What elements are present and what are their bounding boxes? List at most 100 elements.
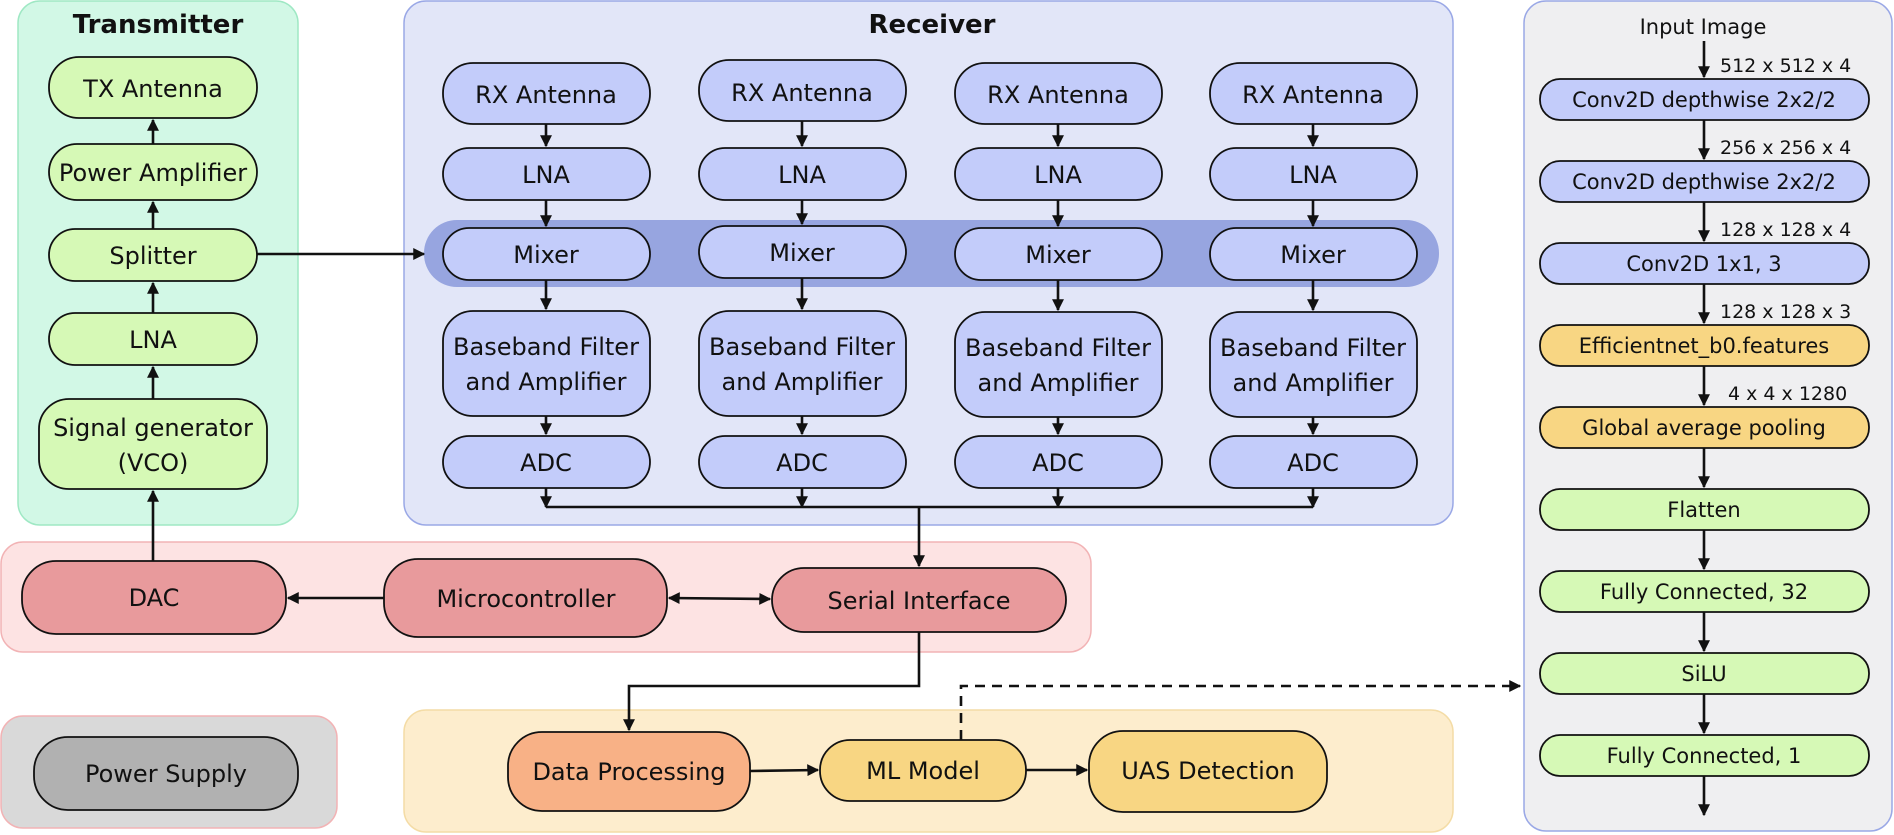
signal-generator-node: Signal generator (VCO) [38,398,268,490]
svg-text:and Amplifier: and Amplifier [722,368,883,396]
rx-antenna-node: RX Antenna [954,62,1163,125]
svg-text:Baseband Filter: Baseband Filter [965,334,1151,362]
shape-label: 128 x 128 x 4 [1720,219,1851,241]
svg-text:Conv2D 1x1, 3: Conv2D 1x1, 3 [1626,252,1781,276]
svg-text:and Amplifier: and Amplifier [1233,369,1394,397]
svg-text:ADC: ADC [520,449,572,477]
rx-baseband-filter-node: Baseband Filter and Amplifier [1209,311,1418,418]
tx-splitter-node: Splitter [48,228,258,282]
serial-interface-node: Serial Interface [771,567,1067,633]
rx-antenna-node: RX Antenna [1209,62,1418,125]
microcontroller-node: Microcontroller [383,558,668,638]
rx-mixer-node: Mixer [442,227,651,281]
rx-antenna-node: RX Antenna [698,59,907,122]
layer-conv2d-1x1: Conv2D 1x1, 3 [1539,242,1870,285]
rx-mixer-node: Mixer [698,225,907,279]
layer-efficientnet-features: Efficientnet_b0.features [1539,324,1870,367]
svg-text:LNA: LNA [1289,161,1337,189]
input-image-label: Input Image [1640,15,1767,39]
svg-text:Data Processing: Data Processing [532,758,725,786]
svg-text:Baseband Filter: Baseband Filter [1220,334,1406,362]
edge-arrow [667,592,772,605]
svg-text:Flatten: Flatten [1667,498,1740,522]
layer-global-average-pooling: Global average pooling [1539,406,1870,449]
dac-node: DAC [21,560,287,635]
rx-adc-node: ADC [442,435,651,489]
svg-text:Conv2D depthwise 2x2/2: Conv2D depthwise 2x2/2 [1572,170,1836,194]
power-supply-node: Power Supply [33,736,299,811]
layer-flatten: Flatten [1539,488,1870,531]
edge-dashed-arrow [959,680,1522,740]
transmitter-title: Transmitter [73,10,244,40]
svg-text:Efficientnet_b0.features: Efficientnet_b0.features [1579,334,1830,359]
svg-text:Microcontroller: Microcontroller [436,585,615,613]
mixer-band [424,220,1439,287]
rx-mixer-node: Mixer [1209,227,1418,281]
rx-lna-node: LNA [442,147,651,201]
layer-fully-connected-1: Fully Connected, 1 [1539,734,1870,777]
rx-lna-node: LNA [954,147,1163,201]
uas-detection-node: UAS Detection [1088,730,1328,813]
svg-text:Conv2D depthwise 2x2/2: Conv2D depthwise 2x2/2 [1572,88,1836,112]
rx-lna-node: LNA [1209,147,1418,201]
svg-text:Splitter: Splitter [109,242,196,270]
tx-lna-node: LNA [48,312,258,366]
edge-arrow [749,764,820,777]
rx-chain-1: RX Antenna LNA Mixer Baseband Filter and … [442,62,651,489]
rx-chain-3: RX Antenna LNA Mixer Baseband Filter and … [954,62,1163,489]
svg-text:Mixer: Mixer [1025,241,1091,269]
svg-text:Mixer: Mixer [1280,241,1346,269]
svg-text:Baseband Filter: Baseband Filter [453,333,639,361]
data-processing-node: Data Processing [507,731,751,812]
svg-text:(VCO): (VCO) [118,449,189,477]
rx-lna-node: LNA [698,147,907,201]
svg-text:Fully Connected, 1: Fully Connected, 1 [1607,744,1802,768]
svg-text:Fully Connected, 32: Fully Connected, 32 [1600,580,1808,604]
edge-arrow [623,632,921,732]
svg-text:ADC: ADC [1032,449,1084,477]
svg-text:ADC: ADC [776,449,828,477]
svg-text:LNA: LNA [1034,161,1082,189]
svg-text:UAS Detection: UAS Detection [1121,757,1294,785]
svg-text:and Amplifier: and Amplifier [978,369,1139,397]
power-amplifier-node: Power Amplifier [48,143,258,201]
svg-text:Mixer: Mixer [769,239,835,267]
layer-conv2d-depthwise-2: Conv2D depthwise 2x2/2 [1539,160,1870,203]
layer-fully-connected-32: Fully Connected, 32 [1539,570,1870,613]
receiver-title: Receiver [868,10,995,40]
svg-text:RX Antenna: RX Antenna [475,81,617,109]
svg-text:LNA: LNA [129,326,177,354]
svg-text:Global average pooling: Global average pooling [1582,416,1826,440]
shape-label: 128 x 128 x 3 [1720,301,1851,323]
svg-text:Mixer: Mixer [513,241,579,269]
svg-text:Baseband Filter: Baseband Filter [709,333,895,361]
svg-text:RX Antenna: RX Antenna [1242,81,1384,109]
svg-text:LNA: LNA [778,161,826,189]
rx-adc-node: ADC [954,435,1163,489]
rx-antenna-node: RX Antenna [442,62,651,125]
svg-text:SiLU: SiLU [1681,662,1726,686]
rx-mixer-node: Mixer [954,227,1163,281]
svg-text:Serial Interface: Serial Interface [828,587,1011,615]
svg-text:RX Antenna: RX Antenna [987,81,1129,109]
rx-chain-2: RX Antenna LNA Mixer Baseband Filter and … [698,59,907,489]
svg-text:RX Antenna: RX Antenna [731,79,873,107]
svg-text:ADC: ADC [1287,449,1339,477]
ml-model-node: ML Model [819,739,1027,802]
layer-conv2d-depthwise-1: Conv2D depthwise 2x2/2 [1539,78,1870,121]
edges [147,41,1710,817]
svg-text:Signal generator: Signal generator [53,414,253,442]
shape-label: 4 x 4 x 1280 [1728,383,1847,405]
rx-adc-node: ADC [1209,435,1418,489]
layer-silu: SiLU [1539,652,1870,695]
rx-baseband-filter-node: Baseband Filter and Amplifier [698,310,907,417]
svg-text:DAC: DAC [129,584,180,612]
svg-text:LNA: LNA [522,161,570,189]
svg-text:ML Model: ML Model [866,757,980,785]
shape-label: 256 x 256 x 4 [1720,137,1851,159]
tx-antenna-node: TX Antenna [48,56,258,119]
svg-text:Power Amplifier: Power Amplifier [59,159,247,187]
shape-label: 512 x 512 x 4 [1720,55,1851,77]
svg-text:and Amplifier: and Amplifier [466,368,627,396]
svg-text:TX Antenna: TX Antenna [82,75,223,103]
